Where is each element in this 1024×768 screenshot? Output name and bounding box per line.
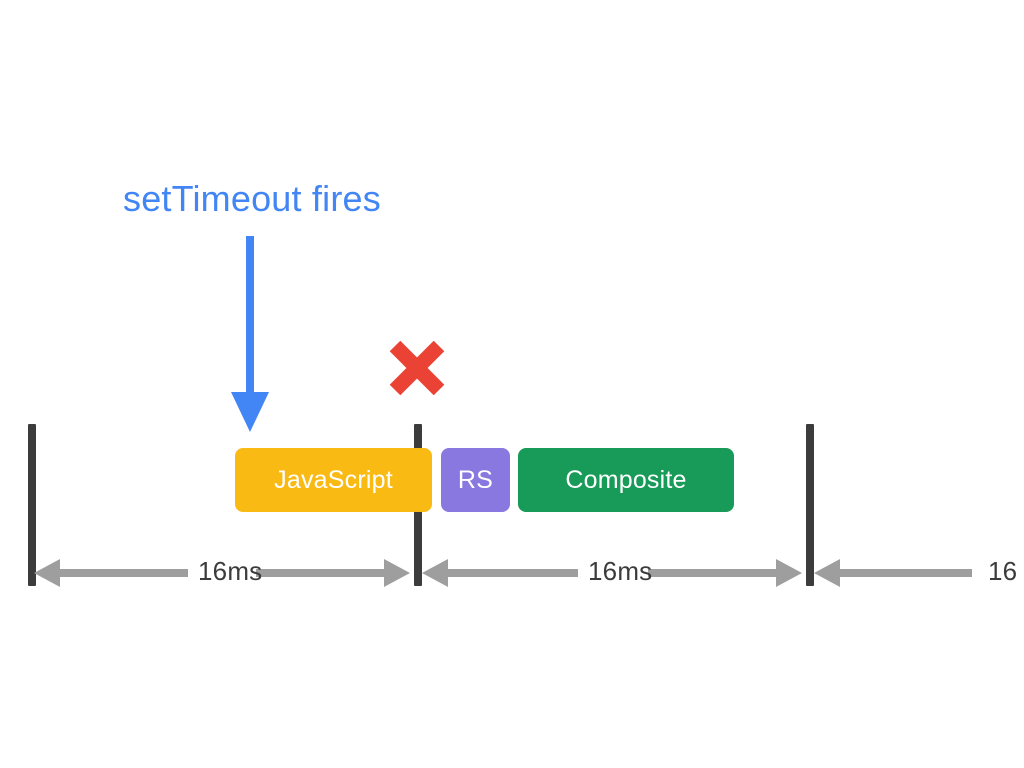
down-arrow-icon bbox=[224, 236, 276, 432]
measure-arrow-first-frame bbox=[34, 556, 410, 590]
measure-arrow-second-frame bbox=[422, 556, 802, 590]
task-bar-rs[interactable]: RS bbox=[441, 448, 510, 512]
measure-arrow-third-frame bbox=[814, 556, 1024, 590]
task-bar-javascript[interactable]: JavaScript bbox=[235, 448, 432, 512]
red-x-icon bbox=[385, 336, 449, 400]
measure-label-first-frame: 16ms bbox=[198, 556, 263, 586]
frame-boundary-tick bbox=[28, 424, 36, 586]
task-bar-composite[interactable]: Composite bbox=[518, 448, 734, 512]
measure-label-third-frame: 16 bbox=[988, 556, 1018, 586]
frame-boundary-tick bbox=[806, 424, 814, 586]
measure-label-second-frame: 16ms bbox=[588, 556, 653, 586]
annotation-label: setTimeout fires bbox=[123, 178, 381, 219]
